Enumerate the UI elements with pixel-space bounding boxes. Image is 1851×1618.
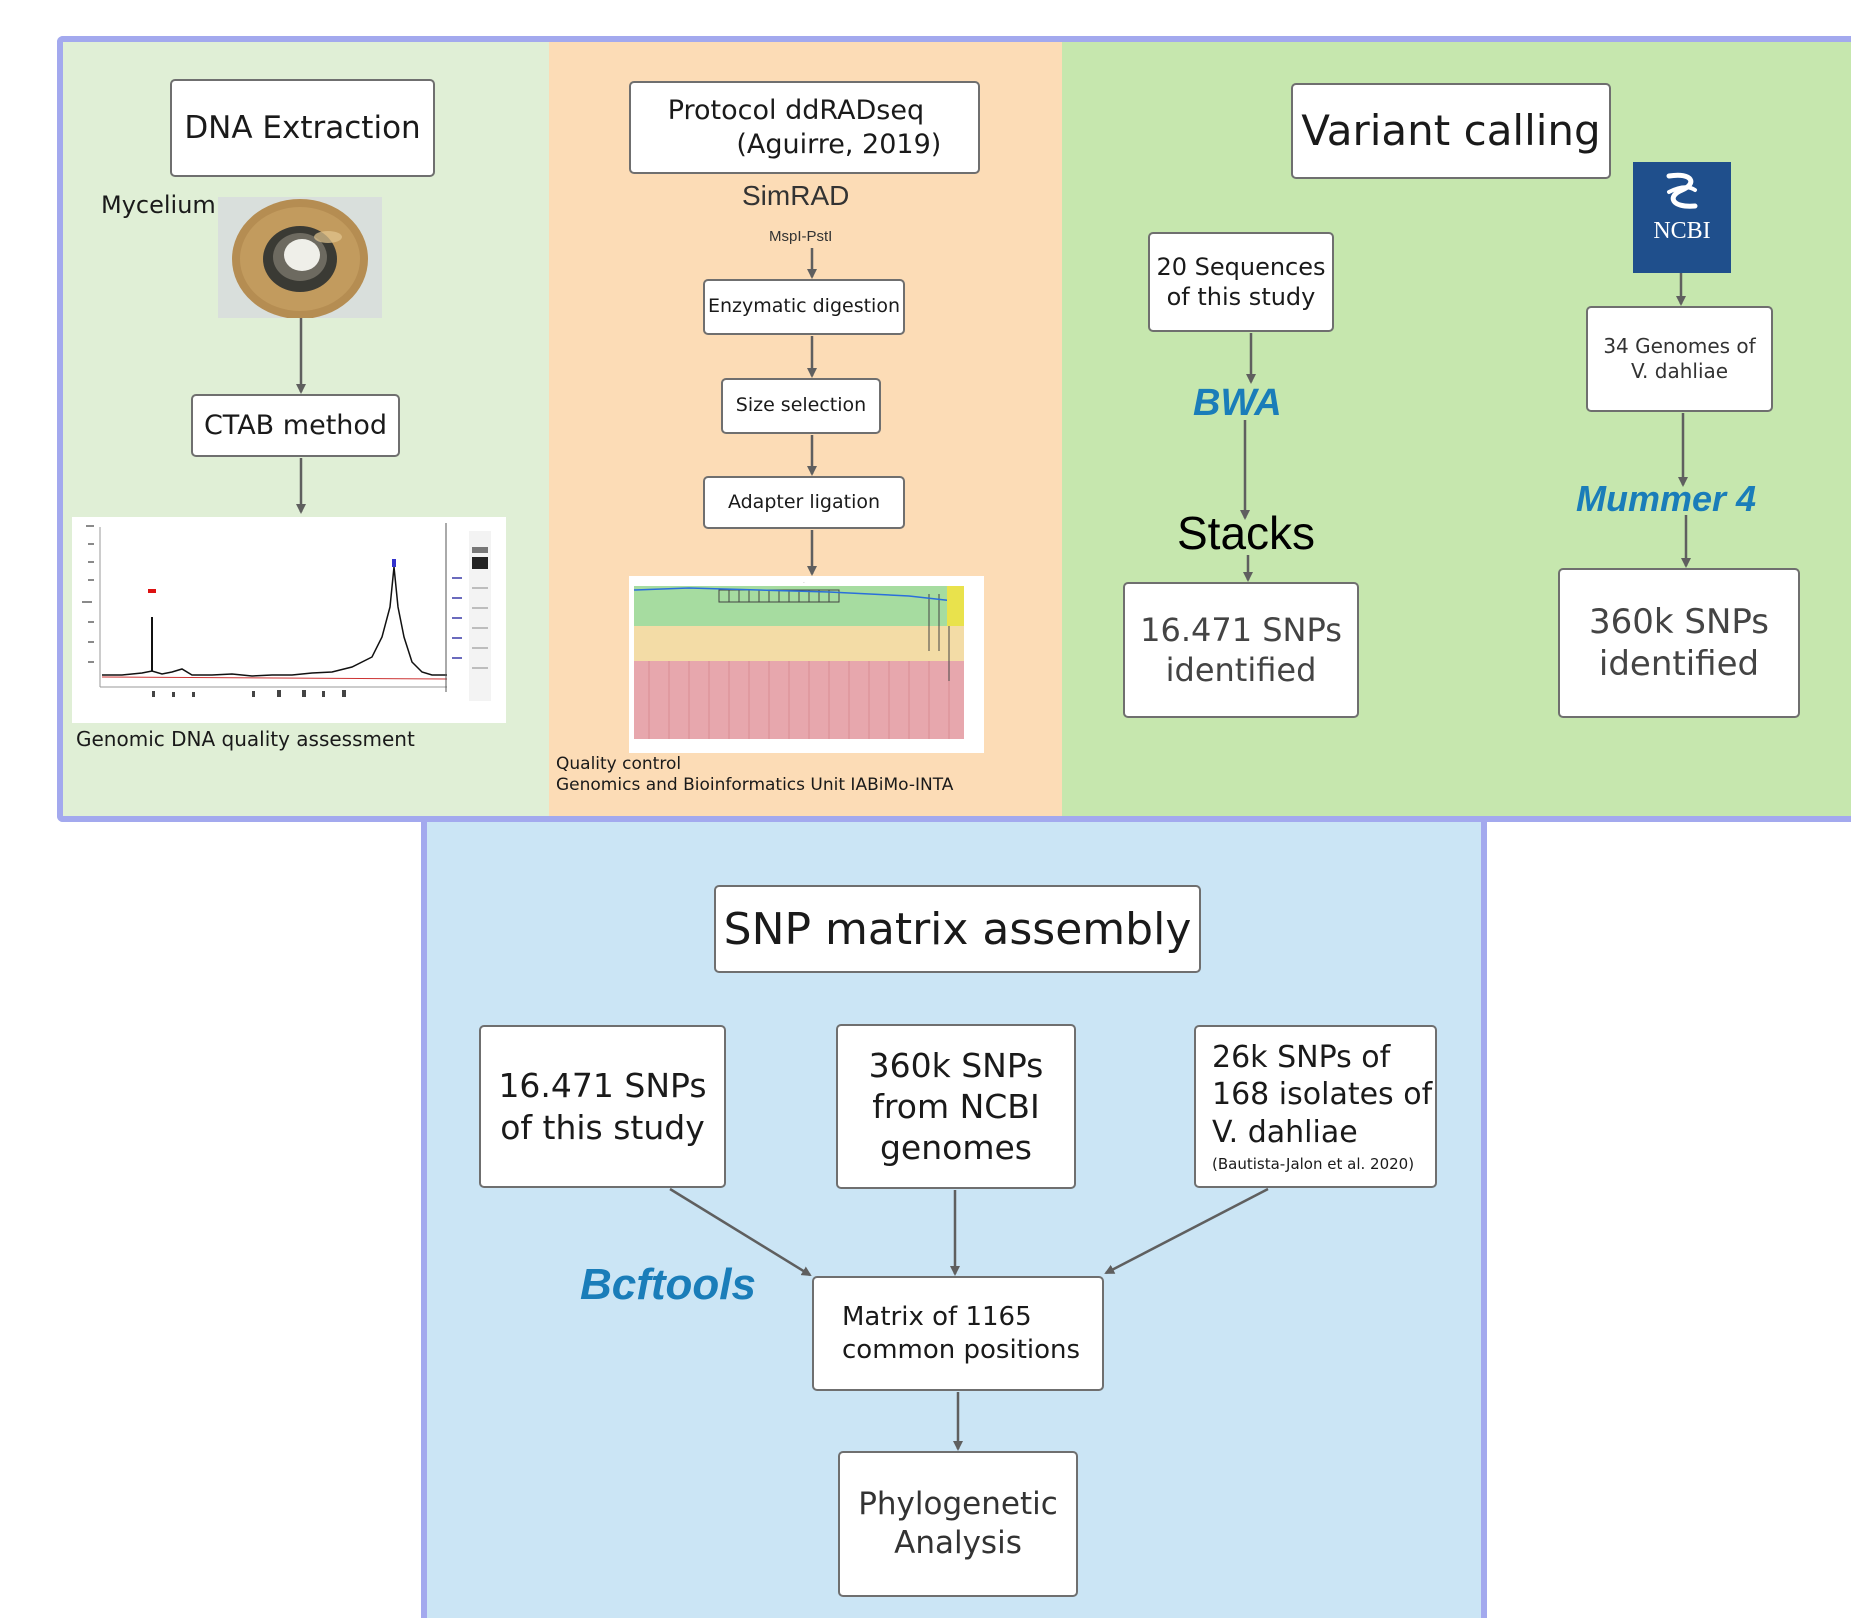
dna-extraction-title: DNA Extraction (170, 79, 435, 177)
ctab-method-box: CTAB method (191, 394, 400, 457)
enzymatic-digestion-box: Enzymatic digestion (703, 279, 905, 335)
bwa-label: BWA (1193, 382, 1282, 424)
snps-study-text: 16.471 SNPs identified (1140, 611, 1342, 689)
bcftools-label: Bcftools (580, 1260, 756, 1309)
size-selection-box: Size selection (721, 378, 881, 434)
genomes-box: 34 Genomes of V. dahliae (1586, 306, 1773, 412)
dna-helix-icon (1666, 172, 1698, 209)
matrix-text: Matrix of 1165 common positions (842, 1302, 1081, 1365)
ncbi-logo-text: NCBI (1653, 218, 1711, 244)
stacks-label: Stacks (1177, 507, 1316, 559)
source-isolates-box: 26k SNPs of 168 isolates of V. dahliae (… (1194, 1025, 1437, 1188)
source-study-box: 16.471 SNPs of this study (479, 1025, 726, 1188)
snp-matrix-title-box: SNP matrix assembly (714, 885, 1201, 973)
ddradseq-title-text: Protocol ddRADseq (Aguirre, 2019) (667, 94, 942, 160)
dna-quality-image (72, 517, 506, 723)
enzymes-label: MspI-PstI (769, 228, 833, 245)
snps-ncbi-box: 360k SNPs identified (1558, 568, 1800, 718)
phylo-box: Phylogenetic Analysis (838, 1451, 1078, 1597)
matrix-box: Matrix of 1165 common positions (812, 1276, 1104, 1391)
quality-control-image: . (629, 576, 984, 753)
variant-calling-title-box: Variant calling (1291, 83, 1611, 179)
source-isolates-ref: (Bautista-Jalon et al. 2020) (1212, 1155, 1415, 1174)
size-selection-text: Size selection (735, 394, 867, 417)
mycelium-label: Mycelium (101, 191, 216, 219)
sequences-box: 20 Sequences of this study (1148, 232, 1334, 332)
source-isolates-text: 26k SNPs of 168 isolates of V. dahliae (1212, 1039, 1433, 1150)
snp-matrix-title-text: SNP matrix assembly (723, 903, 1192, 955)
source-ncbi-box: 360k SNPs from NCBI genomes (836, 1024, 1076, 1189)
sequences-text: 20 Sequences of this study (1156, 253, 1326, 311)
adapter-ligation-text: Adapter ligation (727, 490, 881, 513)
ctab-method-text: CTAB method (203, 409, 388, 441)
svg-text:.: . (803, 579, 804, 585)
dna-extraction-title-text: DNA Extraction (184, 109, 421, 146)
ddradseq-title-box: Protocol ddRADseq (Aguirre, 2019) (629, 81, 980, 174)
snps-study-box: 16.471 SNPs identified (1123, 582, 1359, 718)
source-isolates-content: 26k SNPs of 168 isolates of V. dahliae (… (1212, 1039, 1432, 1174)
variant-calling-title-text: Variant calling (1301, 105, 1601, 155)
snps-ncbi-text: 360k SNPs identified (1588, 601, 1770, 685)
source-study-text: 16.471 SNPs of this study (498, 1066, 707, 1147)
qc-caption-line2: Genomics and Bioinformatics Unit IABiMo-… (556, 775, 954, 795)
mycelium-photo (218, 197, 382, 318)
mummer-label: Mummer 4 (1576, 478, 1757, 519)
genomes-text: 34 Genomes of V. dahliae (1603, 334, 1756, 383)
petri-dish-icon (218, 197, 382, 318)
phylo-text: Phylogenetic Analysis (858, 1486, 1058, 1561)
ncbi-logo: NCBI (1633, 162, 1731, 273)
qc-caption-line1: Quality control (556, 754, 682, 774)
simrad-label: SimRAD (742, 180, 850, 211)
adapter-ligation-box: Adapter ligation (703, 476, 905, 529)
per-base-quality-icon: . (629, 576, 984, 753)
enzymatic-digestion-text: Enzymatic digestion (707, 295, 900, 318)
dna-quality-caption: Genomic DNA quality assessment (76, 727, 415, 751)
electropherogram-icon (72, 517, 506, 723)
source-ncbi-text: 360k SNPs from NCBI genomes (868, 1045, 1044, 1168)
